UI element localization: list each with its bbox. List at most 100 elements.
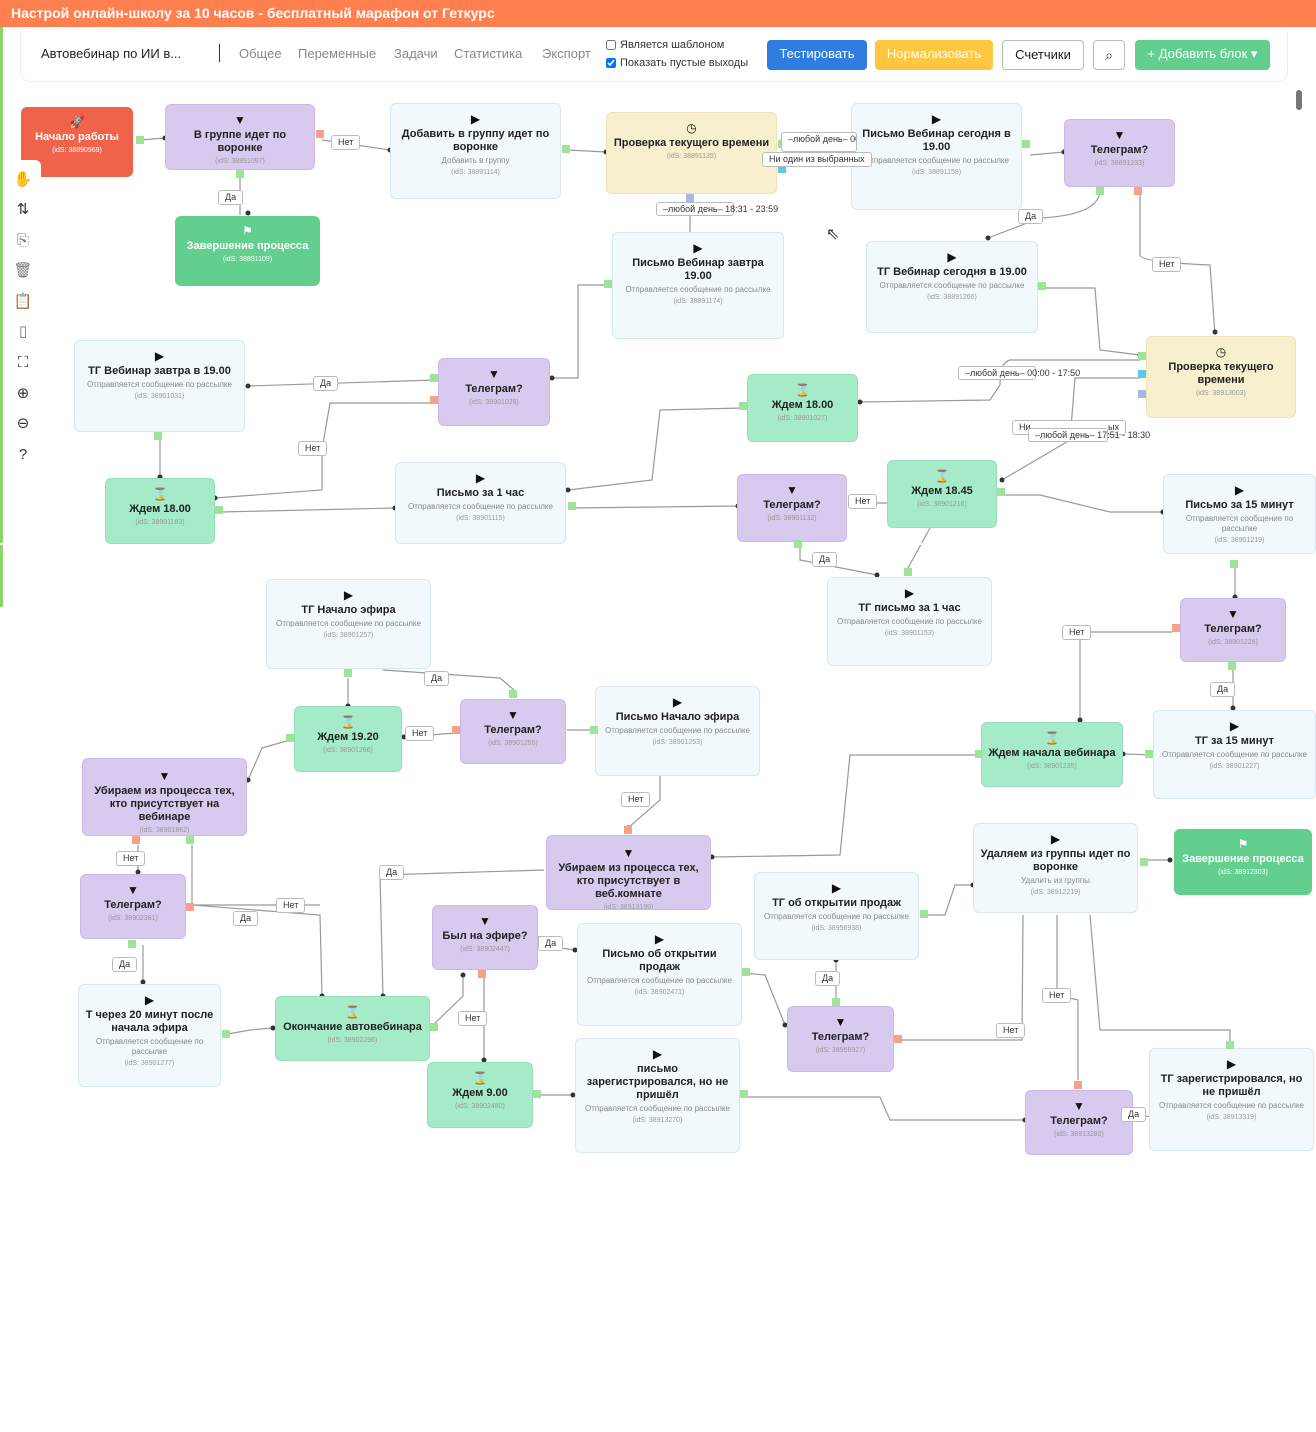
connector-port[interactable] (478, 970, 486, 978)
counters-button[interactable]: Счетчики (1002, 40, 1084, 70)
hand-icon[interactable]: ✋ (13, 171, 33, 188)
connector-port[interactable] (136, 136, 144, 144)
connector-port[interactable] (1138, 370, 1146, 378)
connector-port[interactable] (1230, 560, 1238, 568)
connector-port[interactable] (430, 396, 438, 404)
process-block-n7[interactable]: ▼Телеграм?(idS: 38891233) (1064, 119, 1175, 187)
connector-port[interactable] (1074, 1081, 1082, 1089)
connector-port[interactable] (1140, 858, 1148, 866)
connector-port[interactable] (1226, 1041, 1234, 1049)
show-empty-input[interactable] (606, 58, 616, 68)
show-empty-outputs-checkbox[interactable]: Показать пустые выходы (606, 57, 748, 69)
tab-export[interactable]: Экспорт (542, 46, 591, 61)
connector-port[interactable] (832, 998, 840, 1006)
connector-port[interactable] (739, 402, 747, 410)
process-block-n30[interactable]: ⚑Завершение процесса(idS: 38912303) (1174, 829, 1312, 895)
process-block-n38[interactable]: ⌛Ждем 9.00(idS: 38902480) (427, 1062, 533, 1128)
connector-port[interactable] (975, 750, 983, 758)
connector-port[interactable] (236, 170, 244, 178)
connector-port[interactable] (920, 910, 928, 918)
connector-port[interactable] (452, 726, 460, 734)
connector-port[interactable] (430, 1023, 438, 1031)
connector-port[interactable] (1096, 187, 1104, 195)
connector-port[interactable] (997, 488, 1005, 496)
connector-port[interactable] (186, 836, 194, 844)
connect-icon[interactable]: ⇅ (16, 201, 30, 218)
connector-port[interactable] (430, 374, 438, 382)
connector-port[interactable] (894, 1035, 902, 1043)
process-block-n11[interactable]: ▼Телеграм?(idS: 38901029) (438, 358, 550, 426)
normalize-button[interactable]: Нормализовать (875, 40, 993, 70)
zoom-in-icon[interactable]: ⊕ (16, 385, 30, 402)
connector-port[interactable] (1172, 624, 1180, 632)
process-block-n14[interactable]: ⌛Ждем 18.00(idS: 38901183) (105, 478, 215, 544)
is-template-input[interactable] (606, 40, 616, 50)
connector-port[interactable] (128, 940, 136, 948)
copy-icon[interactable]: ⎘ (16, 232, 29, 249)
connector-port[interactable] (215, 506, 223, 514)
tab-tasks[interactable]: Задачи (394, 46, 438, 61)
add-block-button[interactable]: + Добавить блок ▾ (1135, 40, 1270, 70)
connector-port[interactable] (562, 145, 570, 153)
promo-banner[interactable]: Настрой онлайн-школу за 10 часов - беспл… (0, 0, 1316, 27)
process-block-n13[interactable]: ◷Проверка текущего времени(idS: 38913003… (1146, 336, 1296, 418)
clipboard-icon[interactable]: ▯ (18, 323, 28, 340)
connector-port[interactable] (604, 280, 612, 288)
connector-port[interactable] (1134, 187, 1142, 195)
connector-port[interactable] (1138, 390, 1146, 398)
process-block-n12[interactable]: ⌛Ждем 18.00(idS: 38901027) (747, 374, 858, 442)
connector-port[interactable] (686, 194, 694, 202)
connector-port[interactable] (1145, 750, 1153, 758)
connector-port[interactable] (286, 734, 294, 742)
connector-port[interactable] (509, 690, 517, 698)
connector-port[interactable] (154, 432, 162, 440)
process-block-n33[interactable]: ▼Был на эфире?(idS: 38902447) (432, 905, 538, 970)
zoom-out-icon[interactable]: ⊖ (16, 415, 30, 432)
connector-port[interactable] (590, 726, 598, 734)
help-icon[interactable]: ? (18, 446, 28, 463)
connector-port[interactable] (740, 1090, 748, 1098)
process-block-n17[interactable]: ⌛Ждем 18.45(idS: 38901216) (887, 460, 997, 528)
connector-port[interactable] (222, 1030, 230, 1038)
test-button[interactable]: Тестировать (767, 40, 867, 70)
process-block-n22[interactable]: ⌛Ждем 19.20(idS: 38901266) (294, 706, 402, 772)
tab-variables[interactable]: Переменные (298, 46, 377, 61)
fullscreen-icon[interactable]: ⛶ (17, 354, 29, 371)
connector-port[interactable] (1138, 352, 1146, 360)
paste-icon[interactable]: 📋 (13, 293, 33, 310)
connector-port[interactable] (1228, 662, 1236, 670)
tab-general[interactable]: Общее (239, 46, 282, 61)
tab-statistics[interactable]: Статистика (454, 46, 523, 61)
process-block-n23[interactable]: ▼Телеграм?(idS: 38901255) (460, 699, 566, 764)
connector-port[interactable] (316, 130, 324, 138)
connector-port[interactable] (742, 968, 750, 976)
connector-port[interactable] (794, 540, 802, 548)
process-block-n25[interactable]: ⌛Ждем начала вебинара(idS: 38901235) (981, 722, 1123, 787)
canvas-scrollbar[interactable] (1296, 90, 1302, 110)
process-block-n37[interactable]: ▼Телеграм?(idS: 38956927) (787, 1006, 894, 1072)
connector-port[interactable] (904, 568, 912, 576)
process-block-n36[interactable]: ⌛Окончание автовебинара(idS: 38902296) (275, 996, 430, 1061)
connector-port[interactable] (624, 826, 632, 834)
process-block-n5[interactable]: ◷Проверка текущего времени(idS: 38891135… (606, 112, 777, 194)
connector-port[interactable] (778, 165, 786, 173)
process-block-n27[interactable]: ▼Убираем из процесса тех, кто присутству… (82, 758, 247, 836)
process-block-n31[interactable]: ▼Телеграм?(idS: 38902381) (80, 874, 186, 939)
connector-port[interactable] (1022, 140, 1030, 148)
process-block-n2[interactable]: ▼В группе идет по воронке(idS: 38891097) (165, 104, 315, 170)
connector-port[interactable] (533, 1090, 541, 1098)
